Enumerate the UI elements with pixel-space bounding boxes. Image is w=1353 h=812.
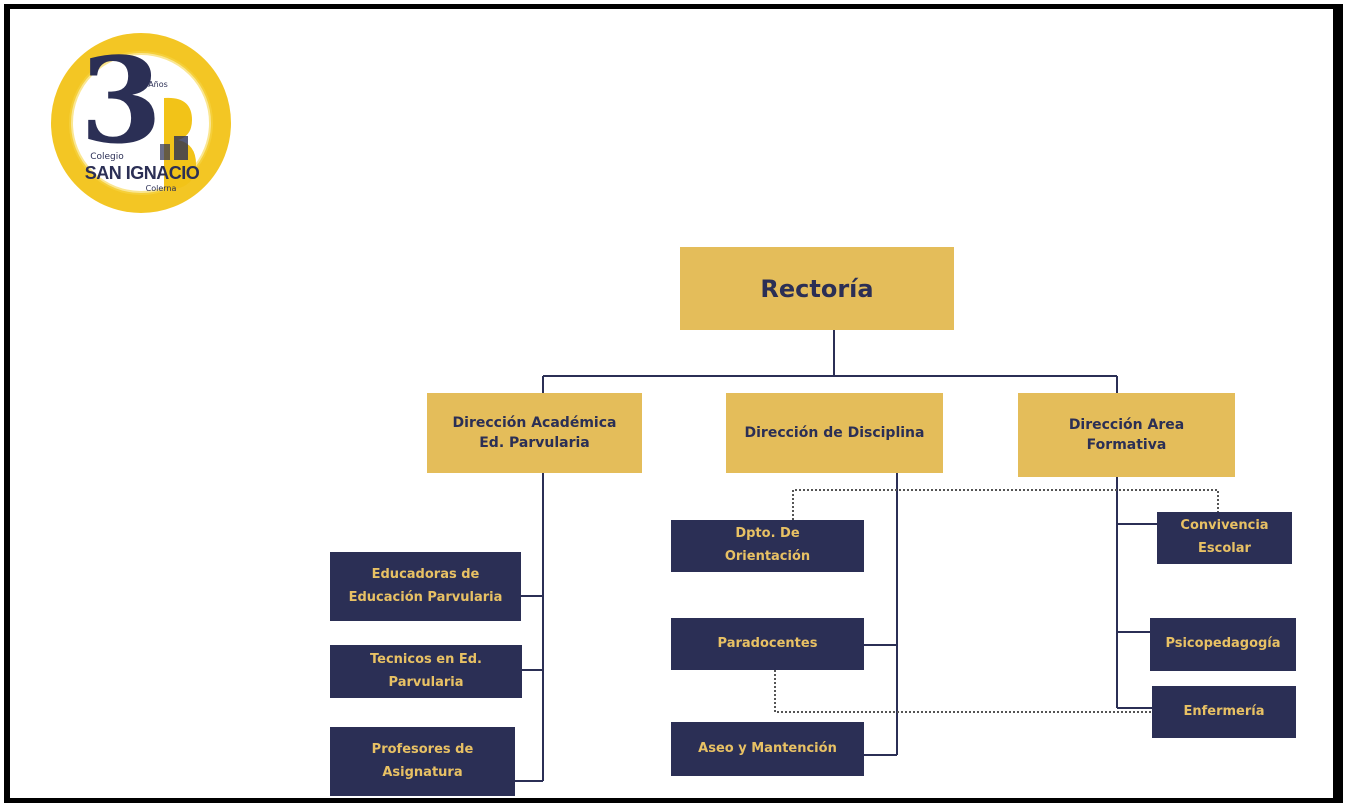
node-rectoria-label: Rectoría: [760, 274, 874, 303]
node-direccion-disciplina: Dirección de Disciplina: [726, 393, 943, 473]
school-logo: 3 Años Colegio SAN IGNACIO Colerna: [46, 28, 236, 218]
node-convivencia: Convivencia Escolar: [1157, 512, 1292, 564]
node-tecnicos-label: Tecnicos en Ed. Parvularia: [370, 651, 482, 690]
node-orientacion: Dpto. De Orientación: [671, 520, 864, 572]
node-direccion-formativa: Dirección Area Formativa: [1018, 393, 1235, 477]
node-profesores: Profesores de Asignatura: [330, 727, 515, 796]
node-convivencia-label: Convivencia Escolar: [1180, 518, 1269, 556]
node-tecnicos: Tecnicos en Ed. Parvularia: [330, 645, 522, 698]
logo-city: Colerna: [145, 184, 177, 193]
node-profesores-label: Profesores de Asignatura: [371, 741, 474, 780]
node-direccion-academica: Dirección Académica Ed. Parvularia: [427, 393, 642, 473]
logo-anos: Años: [148, 80, 168, 89]
logo-ring-graphic: [51, 33, 231, 213]
node-psicopedagogia: Psicopedagogía: [1150, 618, 1296, 671]
node-enfermeria: Enfermería: [1152, 686, 1296, 738]
node-direccion-formativa-label: Dirección Area Formativa: [1068, 416, 1185, 453]
node-paradocentes: Paradocentes: [671, 618, 864, 670]
node-educadoras-label: Educadoras de Educación Parvularia: [348, 566, 503, 605]
logo-colegio: Colegio: [90, 152, 124, 162]
node-psicopedagogia-label: Psicopedagogía: [1165, 636, 1281, 652]
logo-number: 3: [79, 31, 163, 170]
node-educadoras: Educadoras de Educación Parvularia: [330, 552, 521, 621]
node-direccion-disciplina-label: Dirección de Disciplina: [744, 424, 925, 441]
node-paradocentes-label: Paradocentes: [717, 635, 818, 651]
node-aseo-label: Aseo y Mantención: [698, 740, 837, 756]
node-orientacion-label: Dpto. De Orientación: [724, 526, 811, 564]
node-enfermeria-label: Enfermería: [1183, 703, 1265, 719]
node-rectoria: Rectoría: [680, 247, 954, 330]
node-aseo: Aseo y Mantención: [671, 722, 864, 776]
node-direccion-academica-label: Dirección Académica Ed. Parvularia: [452, 414, 617, 451]
logo-school-name: SAN IGNACIO: [84, 163, 200, 183]
